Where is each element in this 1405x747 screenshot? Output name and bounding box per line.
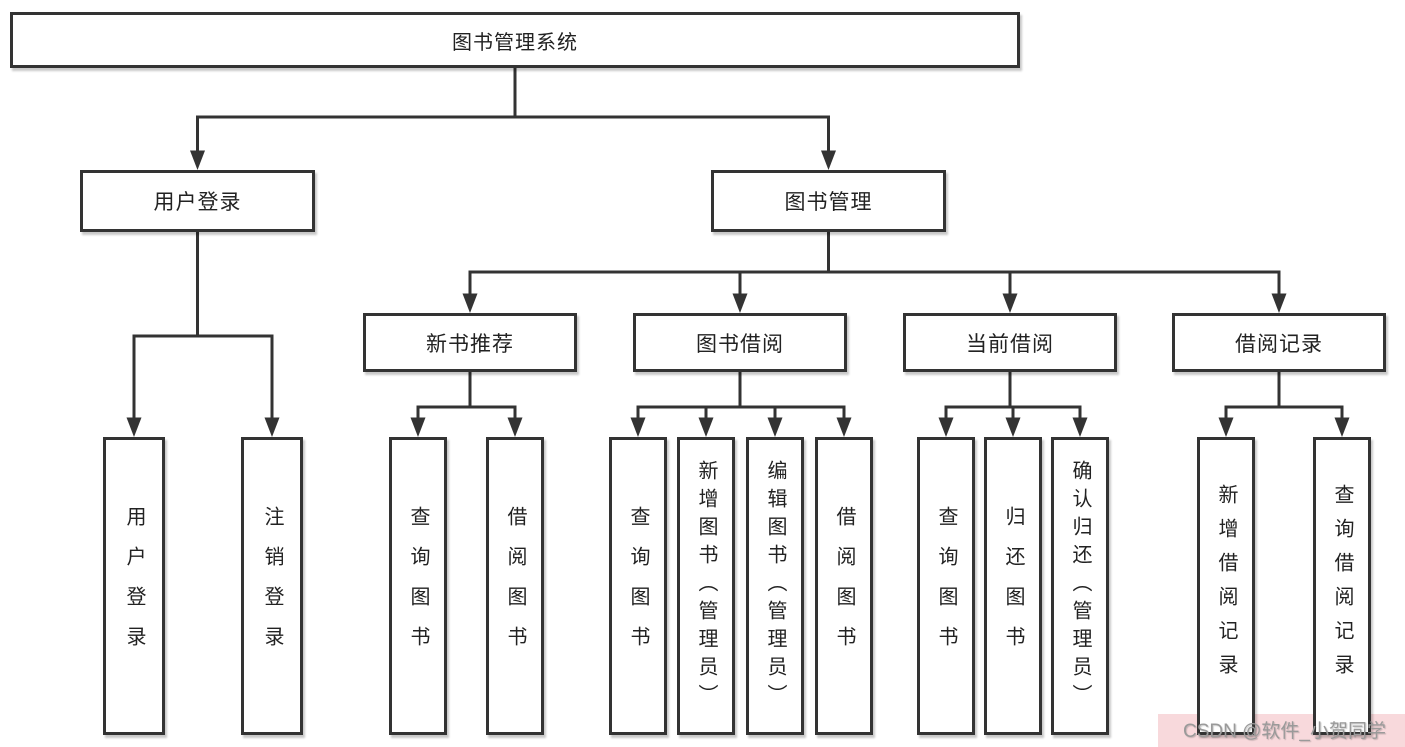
arrow-head: [507, 417, 523, 437]
node-label: 查询图书: [935, 506, 957, 666]
leaf-recommend-borrow-books: 借阅图书: [486, 437, 544, 735]
arrow-head: [821, 150, 836, 170]
node-label: 查询图书: [407, 506, 429, 666]
leaf-edit-books-admin: 编辑图书（管理员）: [746, 437, 804, 735]
arrow-head: [767, 417, 783, 437]
connector-line: [416, 369, 517, 420]
leaf-add-books-admin: 新增图书（管理员）: [677, 437, 735, 735]
arrow-head: [462, 293, 478, 313]
node-label: 当前借阅: [966, 332, 1054, 356]
node-label: 新增借阅记录: [1215, 484, 1237, 688]
connector-root-to-level1: [190, 68, 836, 170]
node-label: 借阅记录: [1235, 332, 1323, 356]
node-label: 确认归还（管理员）: [1069, 460, 1091, 712]
connector-line: [636, 369, 846, 420]
arrow-head: [938, 417, 954, 437]
leaf-logout: 注销登录: [241, 437, 303, 735]
arrow-head: [1005, 417, 1021, 437]
leaf-borrowing-query-books: 查询图书: [609, 437, 667, 735]
connector-book-management-children: [462, 230, 1287, 313]
arrow-head: [732, 293, 748, 313]
arrow-head: [1334, 417, 1350, 437]
node-label: 借阅图书: [504, 506, 526, 666]
connector-line: [1224, 369, 1344, 420]
arrow-head: [630, 417, 646, 437]
connector-new-book-recommend-children: [410, 369, 523, 437]
arrow-head: [836, 417, 852, 437]
leaf-current-query-books: 查询图书: [917, 437, 975, 735]
node-label: 新增图书（管理员）: [695, 460, 717, 712]
node-label: 用户登录: [123, 506, 145, 666]
node-label: 查询借阅记录: [1331, 484, 1353, 688]
connector-current-borrowing-children: [938, 369, 1088, 437]
arrow-head: [1271, 293, 1287, 313]
arrow-head: [1218, 417, 1234, 437]
leaf-confirm-return-admin: 确认归还（管理员）: [1051, 437, 1109, 735]
node-label: 借阅图书: [833, 506, 855, 666]
arrow-head: [126, 417, 142, 437]
node-label: 编辑图书（管理员）: [764, 460, 786, 712]
connector-line: [944, 369, 1082, 420]
leaf-borrow-books: 借阅图书: [815, 437, 873, 735]
node-label: 图书借阅: [696, 332, 784, 356]
leaf-recommend-query-books: 查询图书: [389, 437, 447, 735]
arrow-head: [264, 417, 280, 437]
leaf-query-borrow-record: 查询借阅记录: [1313, 437, 1371, 735]
node-book-borrowing: 图书借阅: [633, 313, 847, 372]
node-label: 图书管理: [784, 191, 873, 214]
connector-user-login-children: [126, 230, 280, 437]
connector-line: [468, 230, 1281, 296]
node-label: 归还图书: [1002, 506, 1024, 666]
node-label: 用户登录: [153, 191, 242, 214]
arrow-head: [1072, 417, 1088, 437]
connector-line: [132, 230, 274, 420]
node-current-borrowing: 当前借阅: [903, 313, 1117, 372]
arrow-head: [190, 150, 205, 170]
node-book-management: 图书管理: [711, 170, 946, 232]
node-library-management-system: 图书管理系统: [10, 12, 1020, 68]
arrow-head: [698, 417, 714, 437]
node-label: 图书管理系统: [452, 31, 578, 54]
connector-borrowing-records-children: [1218, 369, 1350, 437]
leaf-return-books: 归还图书: [984, 437, 1042, 735]
arrow-head: [410, 417, 426, 437]
arrow-head: [1002, 293, 1018, 313]
connector-line: [196, 68, 830, 153]
csdn-watermark: CSDN @软件_小贺同学: [1183, 721, 1386, 742]
leaf-user-login: 用户登录: [103, 437, 165, 735]
leaf-add-borrow-record: 新增借阅记录: [1197, 437, 1255, 735]
node-label: 新书推荐: [426, 332, 514, 356]
connector-book-borrowing-children: [630, 369, 852, 437]
node-new-book-recommend: 新书推荐: [363, 313, 577, 372]
node-label: 查询图书: [627, 506, 649, 666]
node-label: 注销登录: [261, 506, 283, 666]
node-user-login: 用户登录: [80, 170, 315, 232]
node-borrowing-records: 借阅记录: [1172, 313, 1386, 372]
